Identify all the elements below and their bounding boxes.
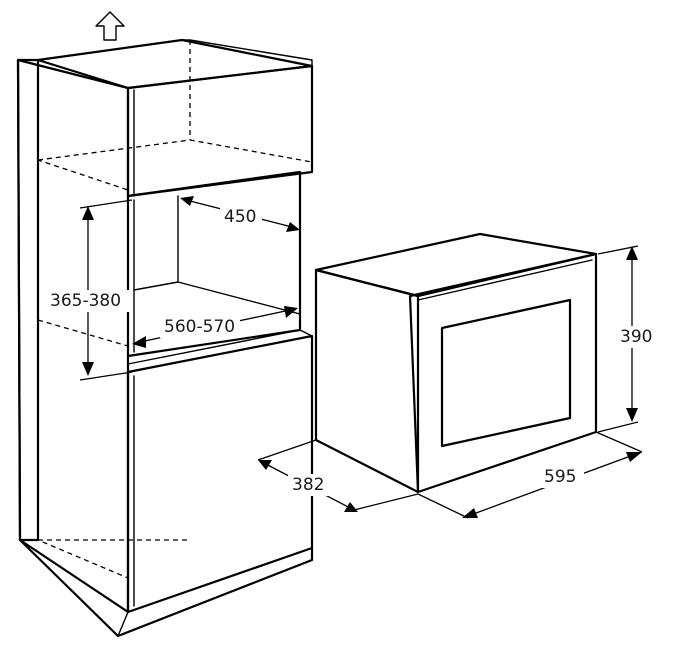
dimension-label-appliance-width: 595 xyxy=(544,467,576,487)
dimension-label-appliance-depth: 382 xyxy=(292,475,324,495)
cabinet xyxy=(16,38,314,638)
up-arrow-outline-icon xyxy=(95,11,125,41)
dimension-label-niche-depth: 450 xyxy=(224,207,256,227)
microwave-oven xyxy=(314,232,598,494)
dimension-label-niche-height: 365-380 xyxy=(50,291,121,311)
dimension-label-niche-width: 560-570 xyxy=(164,317,235,337)
dimension-label-appliance-height: 390 xyxy=(620,327,652,347)
